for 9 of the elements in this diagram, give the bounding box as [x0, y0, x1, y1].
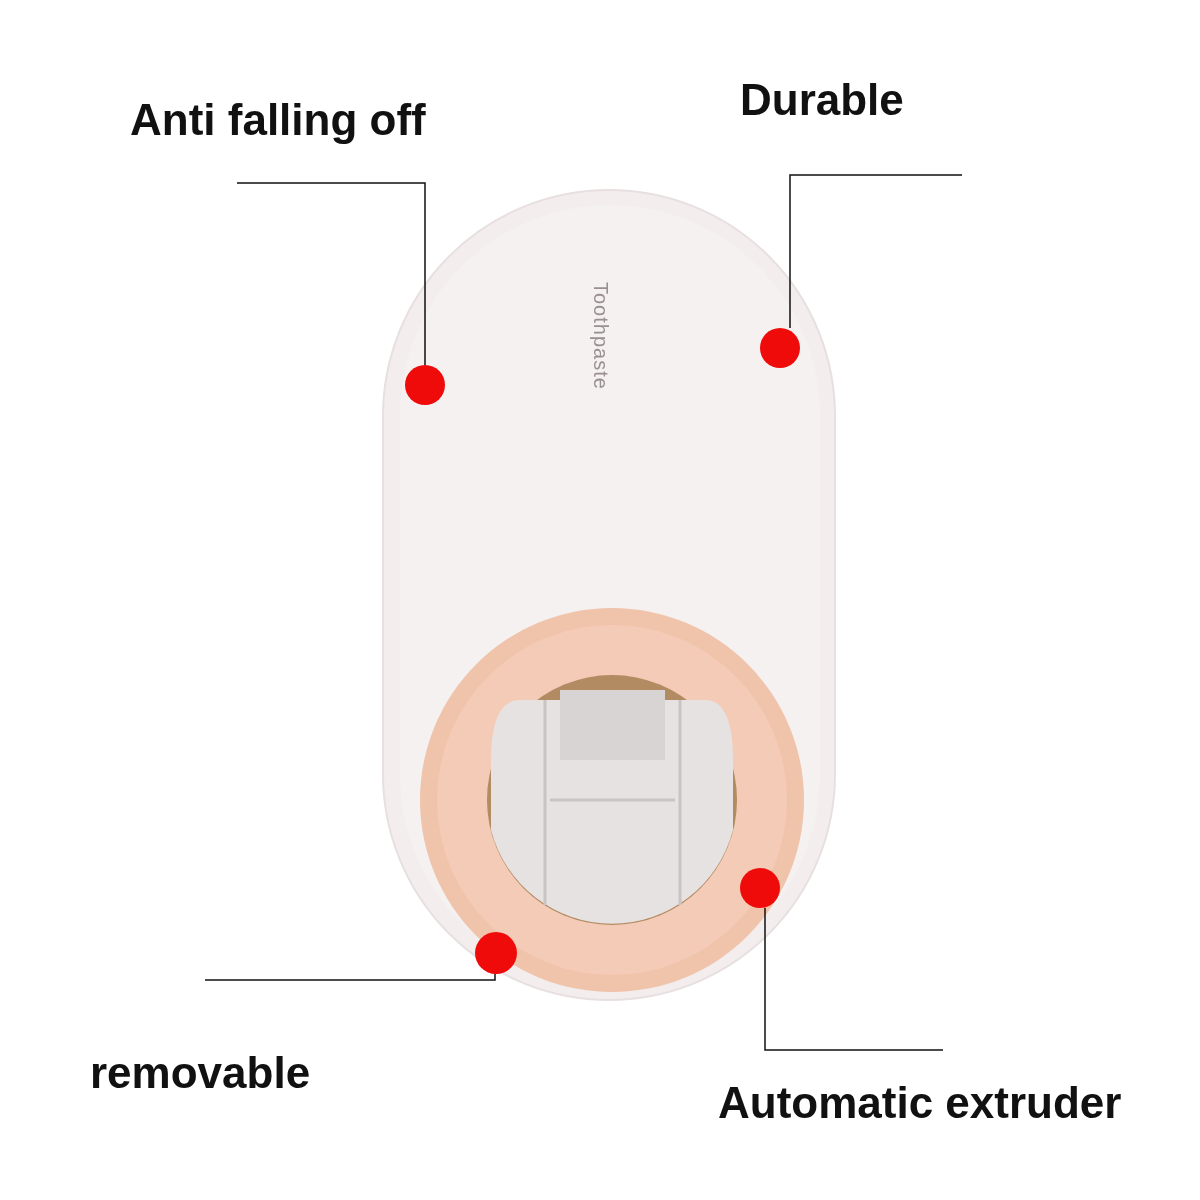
- callout-label: Anti falling off: [130, 95, 426, 144]
- leader-line: [764, 907, 944, 1051]
- leader-line: [789, 174, 963, 329]
- callout-label: Automatic extruder: [718, 1078, 1122, 1127]
- leader-line: [236, 182, 426, 366]
- embossed-text: Toothpaste: [589, 282, 612, 390]
- leader-line: [204, 973, 496, 981]
- callout-label: Durable: [740, 75, 904, 124]
- callout-label: removable: [90, 1048, 311, 1097]
